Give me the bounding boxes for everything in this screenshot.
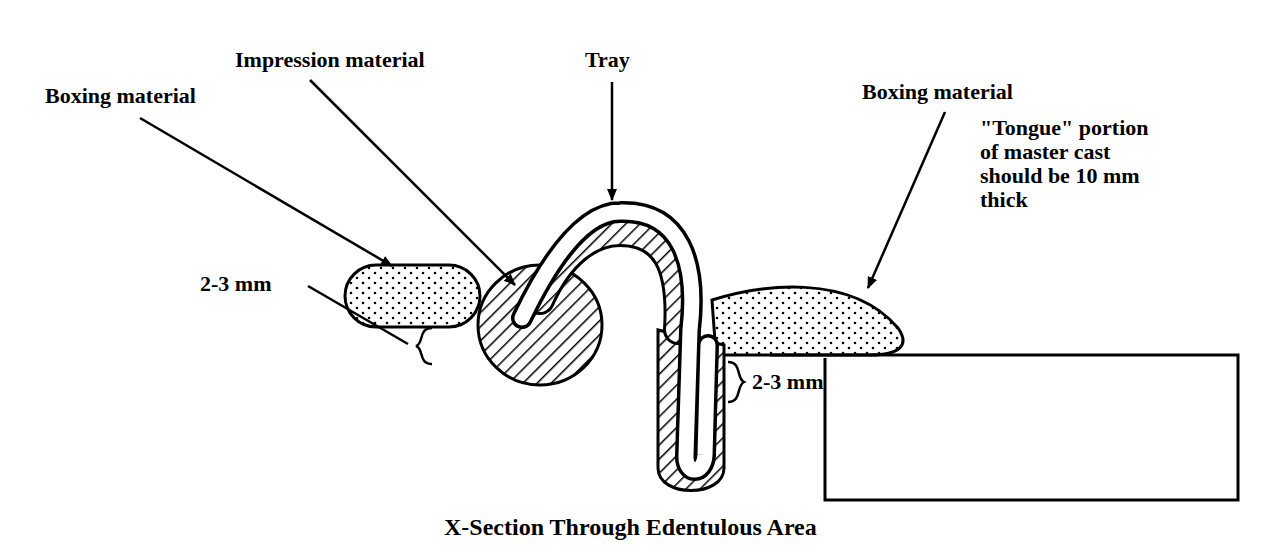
dimension-label: 2-3 mm	[200, 272, 271, 296]
leader-line	[308, 286, 408, 344]
dimension-brace	[728, 362, 744, 402]
figure-caption: X-Section Through Edentulous Area	[444, 515, 817, 539]
master-cast-outline	[770, 355, 1238, 500]
boxing-material-right	[712, 287, 903, 355]
part-label: Impression material	[235, 48, 425, 72]
note-label: "Tongue" portion of master cast should b…	[980, 116, 1165, 212]
dimension-brace	[416, 328, 432, 364]
part-label: Boxing material	[45, 84, 196, 108]
leader-line	[140, 118, 392, 266]
tray-outline	[522, 212, 708, 470]
tray	[522, 212, 708, 470]
leader-line	[868, 112, 945, 288]
dimension-label: 2-3 mm	[752, 370, 823, 394]
boxing-material-left	[345, 265, 480, 327]
leader-line	[611, 82, 614, 200]
part-label: Tray	[585, 48, 630, 72]
part-label: Boxing material	[862, 80, 1013, 104]
leader-line	[310, 80, 515, 285]
